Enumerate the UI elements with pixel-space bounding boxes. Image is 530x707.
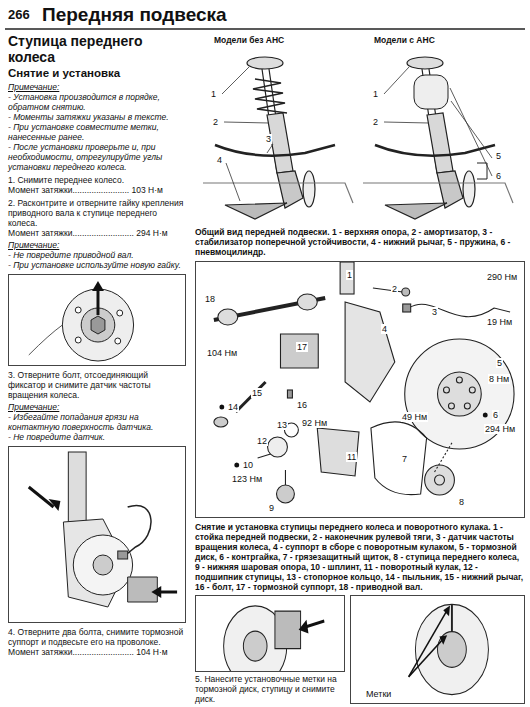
callout-number: 18 xyxy=(204,294,216,304)
section-heading: Ступица переднего колеса xyxy=(8,33,186,65)
callout-number: 8 Нм xyxy=(488,374,510,384)
step-text: 1. Снимите переднее колесо. xyxy=(8,175,186,185)
bottom-left-cell: 5. Нанесите установочные метки на тормоз… xyxy=(195,595,345,704)
callout-number: 2 xyxy=(391,284,398,294)
callout-number: 7 xyxy=(401,454,408,464)
callout-number: 4 xyxy=(381,324,388,334)
figure-caption: Снятие и установка ступицы переднего кол… xyxy=(195,522,525,592)
callout-number: 3 xyxy=(265,134,272,144)
figure-column: Модели без АНСМодели с АНС12341256Общий … xyxy=(195,33,525,704)
page-number: 266 xyxy=(8,7,30,23)
callout-number: 12 xyxy=(256,436,268,446)
step-text: 4. Отверните два болта, снимите тормозно… xyxy=(8,627,186,647)
callout-number: 6 xyxy=(495,171,502,181)
callout-number: 1 xyxy=(372,89,379,99)
callout-number: 5 xyxy=(495,151,502,161)
torque-value: Момент затяжки..........................… xyxy=(8,228,186,238)
callout-number: 4 xyxy=(216,155,223,165)
page-title: Передняя подвеска xyxy=(42,4,227,26)
callout-number: 104 Нм xyxy=(206,348,238,358)
note-item: - Не повредите датчик. xyxy=(8,432,186,442)
model-heading: Модели с АНС xyxy=(373,35,436,45)
callout-number: 294 Нм xyxy=(484,424,516,434)
callout-number: 19 Нм xyxy=(486,317,513,327)
note-item: - Не повредите приводной вал. xyxy=(8,250,186,260)
note-item: - После установки проверьте и, при необх… xyxy=(8,142,186,172)
callout-number: 14 xyxy=(227,402,239,412)
sensor-caliper-drawing xyxy=(9,447,185,622)
callout-number: 13 xyxy=(276,420,288,430)
callout-number: 11 xyxy=(346,452,357,462)
subheading: Снятие и установка xyxy=(8,66,186,80)
callout-number: 6 xyxy=(492,410,499,420)
hub-nut-figure xyxy=(8,274,186,366)
suspension-drawing xyxy=(195,33,525,223)
callout-number: 92 Нм xyxy=(301,418,328,428)
callout-number: 123 Нм xyxy=(231,474,263,484)
step-text: 5. Нанесите установочные метки на тормоз… xyxy=(195,674,345,704)
sensor-caliper-figure xyxy=(8,446,186,623)
caliper-drawing xyxy=(196,596,344,671)
step-text: 2. Расконтрите и отверните гайку креплен… xyxy=(8,198,186,228)
callout-number: 5 xyxy=(496,358,503,368)
callout-number: 2 xyxy=(372,117,379,127)
callout-number: 2 xyxy=(212,117,219,127)
callout-number: 290 Нм xyxy=(486,272,518,282)
note-item: - При установке совместите метки, нанесе… xyxy=(8,122,186,142)
caliper-figure xyxy=(195,595,345,672)
hub-nut-drawing xyxy=(9,275,185,365)
bottom-figures: 5. Нанесите установочные метки на тормоз… xyxy=(195,595,525,704)
disc-marks-figure: Метки xyxy=(350,595,525,704)
note-item: - Избегайте попадания грязи на контактну… xyxy=(8,412,186,432)
step-text: 3. Отверните болт, отсоединяющий фиксато… xyxy=(8,370,186,400)
suspension-overview-figure: Модели без АНС Модели с АНС 1 2 3 4 1 2 5 6 xyxy=(195,33,525,223)
callout-number: 10 xyxy=(242,460,254,470)
note-heading: Примечание: xyxy=(8,240,186,250)
callout-number: 1 xyxy=(346,270,353,280)
callout-number: 9 xyxy=(268,503,275,513)
note-heading: Примечание: xyxy=(8,82,186,92)
model-heading: Модели без АНС xyxy=(213,35,285,45)
figure-caption: Общий вид передней подвески. 1 - верхняя… xyxy=(195,227,525,257)
callout-number: 49 Нм xyxy=(401,412,428,422)
callout-number: 15 xyxy=(251,388,263,398)
callout-number: 8 xyxy=(458,497,465,507)
note-heading: Примечание: xyxy=(8,402,186,412)
callout-number: 1 xyxy=(210,89,217,99)
note-item: - Моменты затяжки указаны в тексте. xyxy=(8,112,186,122)
note-item: - Установка производится в порядке, обра… xyxy=(8,92,186,112)
torque-value: Момент затяжки........................ 1… xyxy=(8,185,186,195)
part-label: Метки xyxy=(365,689,392,699)
callout-number: 3 xyxy=(431,307,438,317)
note-item: - При установке используйте новую гайку. xyxy=(8,260,186,270)
callout-number: 16 xyxy=(296,400,308,410)
callout-number: 17 xyxy=(296,342,308,352)
torque-value: Момент затяжки..........................… xyxy=(8,647,186,657)
hub-exploded-figure: 18 1 290 Нм 2 3 104 Нм 17 4 19 Нм 5 8 Нм 15 16 14 92 Н… xyxy=(195,261,525,518)
disc-marks-drawing xyxy=(351,596,524,703)
text-column: Ступица переднего колесаСнятие и установ… xyxy=(8,33,186,657)
